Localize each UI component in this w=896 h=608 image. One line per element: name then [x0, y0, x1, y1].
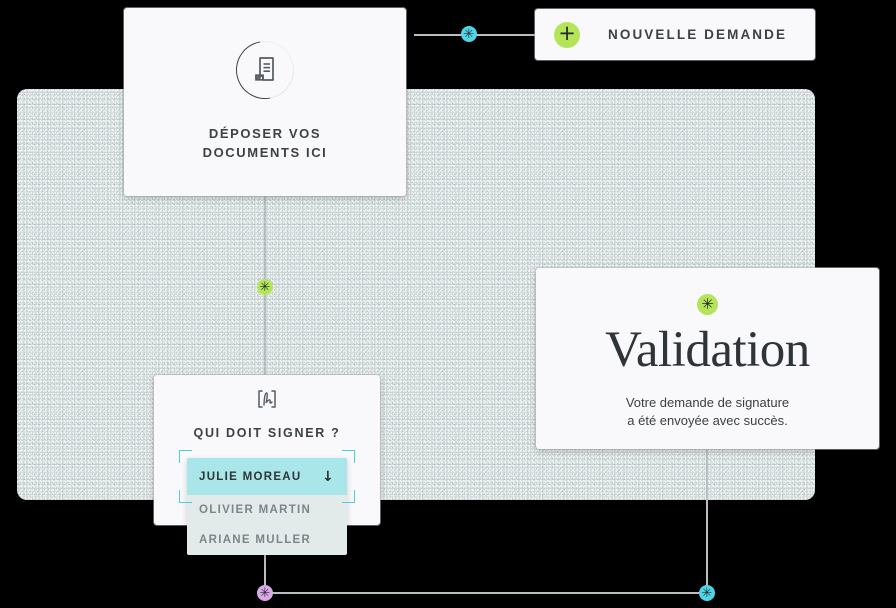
asterisk-icon: ✳: [259, 279, 271, 295]
depot-caption-line2: DOCUMENTS ICI: [202, 145, 328, 160]
asterisk-icon: ✳: [259, 585, 271, 601]
node-bottom-left[interactable]: ✳: [257, 585, 273, 601]
connector-depot-down: [264, 196, 266, 292]
dropdown-option-1[interactable]: OLIVIER MARTIN: [187, 495, 347, 525]
plus-icon: +: [554, 21, 580, 48]
connector-signer-down: [264, 546, 266, 594]
dropdown-option-label: ARIANE MULLER: [199, 534, 312, 546]
asterisk-icon: ✳: [701, 585, 713, 601]
dropdown-list[interactable]: JULIE MOREAU ↓ OLIVIER MARTIN ARIANE MUL…: [187, 458, 347, 555]
validation-subtitle-line2: a été envoyée avec succès.: [627, 413, 788, 429]
signer-dropdown[interactable]: JULIE MOREAU ↓ OLIVIER MARTIN ARIANE MUL…: [179, 450, 355, 555]
arrow-down-icon[interactable]: ↓: [321, 468, 335, 485]
validation-title: Validation: [605, 322, 810, 378]
document-icon: [255, 57, 274, 82]
card-validation[interactable]: ✳ Validation Votre demande de signature …: [536, 268, 879, 449]
node-bottom-right[interactable]: ✳: [699, 585, 715, 601]
document-icon-circle: [224, 29, 306, 111]
node-middle-connector[interactable]: ✳: [257, 279, 273, 295]
asterisk-icon: ✳: [463, 26, 475, 42]
connector-validation-down: [706, 449, 708, 593]
new-request-button[interactable]: + NOUVELLE DEMANDE: [535, 9, 815, 60]
who-signs-title: QUI DOIT SIGNER ?: [193, 426, 341, 440]
signature-icon: [258, 390, 276, 408]
dropdown-option-selected[interactable]: JULIE MOREAU ↓: [187, 458, 347, 495]
validation-subtitle: Votre demande de signature a été envoyée…: [626, 394, 789, 431]
new-request-label: NOUVELLE DEMANDE: [608, 27, 788, 42]
connector-node-to-signer: [264, 292, 266, 376]
connector-bottom-horizontal: [264, 592, 708, 594]
asterisk-badge-icon: ✳: [697, 294, 718, 315]
node-top-connector[interactable]: ✳: [461, 26, 477, 42]
dropdown-option-2[interactable]: ARIANE MULLER: [187, 525, 347, 555]
depot-caption: DÉPOSER VOS DOCUMENTS ICI: [203, 125, 328, 163]
dropdown-option-label: OLIVIER MARTIN: [199, 504, 312, 516]
card-depot-documents[interactable]: DÉPOSER VOS DOCUMENTS ICI: [124, 8, 406, 196]
signature-icon-wrap: [256, 389, 278, 414]
validation-subtitle-line1: Votre demande de signature: [625, 394, 790, 410]
dropdown-selected-label: JULIE MOREAU: [199, 470, 302, 483]
depot-caption-line1: DÉPOSER VOS: [208, 126, 322, 142]
